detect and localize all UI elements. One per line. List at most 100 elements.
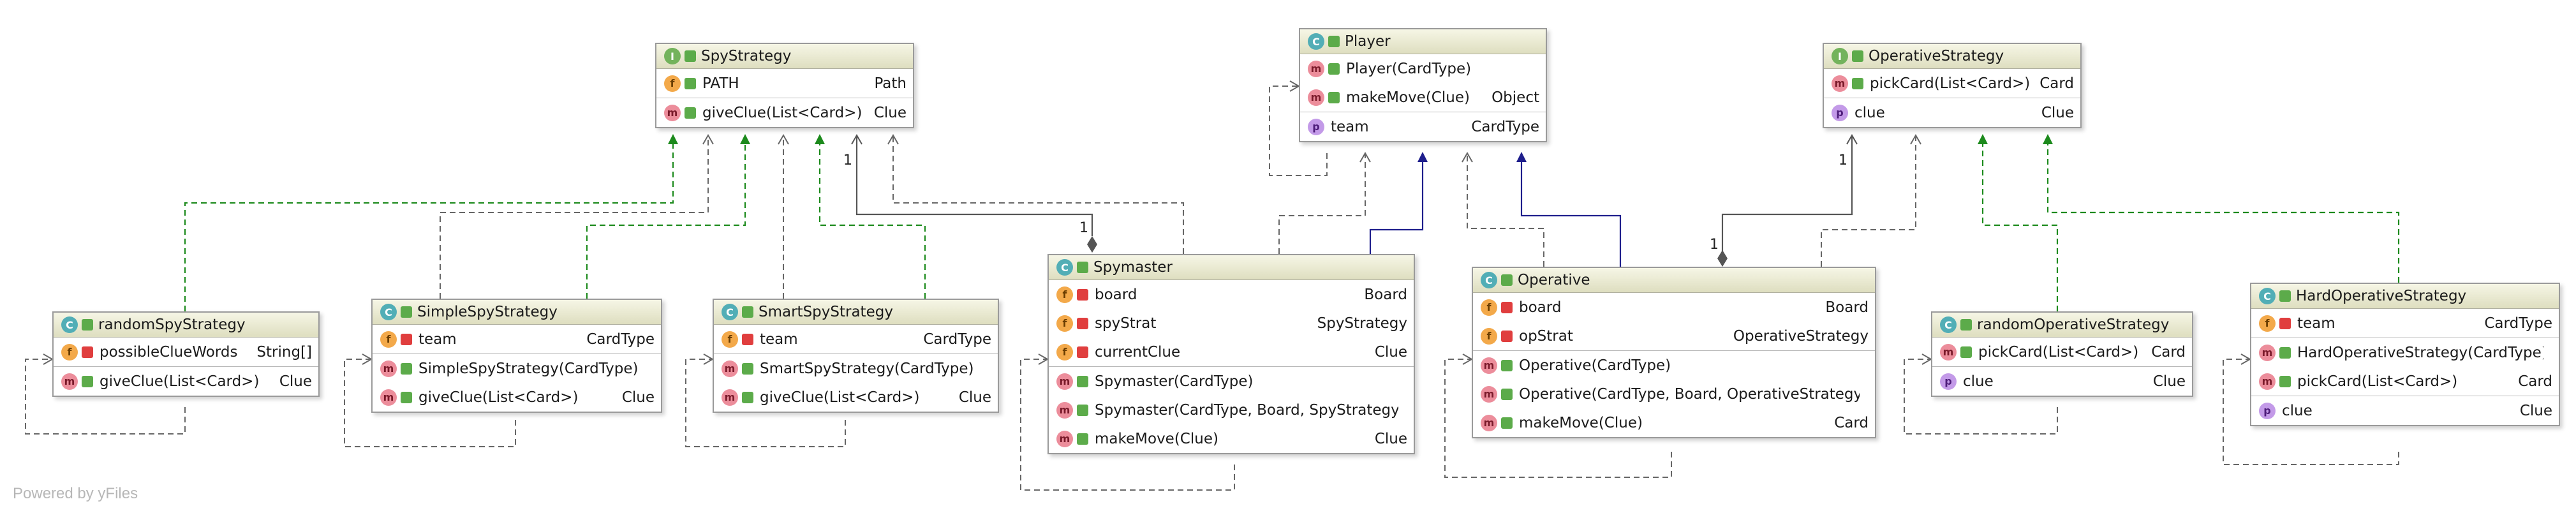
class-simple-spy-strategy[interactable]: C SimpleSpyStrategy f team CardType m Si… [371,299,662,413]
method-icon: m [61,373,78,390]
properties-section: p clue Clue [1824,98,2080,127]
method-row[interactable]: m Operative(CardType) [1473,351,1875,380]
multiplicity-opstrategy-end: 1 [1839,152,1847,168]
method-row[interactable]: m giveClue(List<Card>) Clue [373,383,661,412]
method-icon: m [1308,89,1324,106]
class-operative[interactable]: C Operative f board Board f opStrat Oper… [1472,267,1876,438]
dep-arrowhead-3 [887,133,899,145]
member-name: team [1331,118,1369,135]
class-header: C randomSpyStrategy [54,313,318,338]
member-type: Clue [2041,104,2074,121]
public-visibility-icon [401,391,412,403]
method-row[interactable]: m makeMove(Clue) Clue [1049,424,1414,453]
method-row[interactable]: m SmartSpyStrategy(CardType) [714,354,998,383]
public-visibility-icon [1077,375,1088,387]
class-random-operative-strategy[interactable]: C randomOperativeStrategy m pickCard(Lis… [1931,311,2193,397]
class-name: Player [1345,33,1391,50]
class-header: C SimpleSpyStrategy [373,300,661,325]
properties-section: p clue Clue [2251,396,2559,425]
member-name: pickCard(List<Card>) [1870,75,2031,92]
method-icon: m [380,360,397,377]
class-random-spy-strategy[interactable]: C randomSpyStrategy f possibleClueWords … [52,311,320,397]
member-type: Card [2039,75,2074,92]
public-visibility-icon [2279,375,2291,387]
method-row[interactable]: m pickCard(List<Card>) Card [1824,69,2080,98]
fields-section: f team CardType [714,325,998,354]
method-icon: m [1940,343,1957,361]
method-row[interactable]: m giveClue(List<Card>) Clue [656,98,913,127]
class-hard-operative-strategy[interactable]: C HardOperativeStrategy f team CardType … [2250,283,2560,426]
field-row[interactable]: f team CardType [373,325,661,353]
method-row[interactable]: m Spymaster(CardType, Board, SpyStrategy… [1049,396,1414,424]
class-smart-spy-strategy[interactable]: C SmartSpyStrategy f team CardType m Sma… [713,299,999,413]
class-header: C HardOperativeStrategy [2251,284,2559,309]
class-name: HardOperativeStrategy [2296,288,2467,304]
method-row[interactable]: m Player(CardType) [1300,54,1546,83]
field-row[interactable]: f board Board [1049,280,1414,309]
method-row[interactable]: m Operative(CardType, Board, OperativeSt… [1473,380,1875,408]
member-type: CardType [586,331,655,348]
member-name: makeMove(Clue) [1095,430,1218,447]
member-name: team [2297,315,2335,332]
public-visibility-icon [1328,91,1340,103]
class-spymaster[interactable]: C Spymaster f board Board f spyStrat Spy… [1047,254,1415,454]
multiplicity-spymaster-end: 1 [1079,220,1088,236]
field-icon: f [61,343,78,361]
dep-arrowhead-1 [702,133,714,145]
property-row[interactable]: p team CardType [1300,112,1546,141]
property-row[interactable]: p clue Clue [1932,367,2192,396]
field-row[interactable]: f possibleClueWords String[] [54,338,318,366]
method-row[interactable]: m SimpleSpyStrategy(CardType) [373,354,661,383]
method-row[interactable]: m pickCard(List<Card>) Card [1932,338,2192,366]
member-name: pickCard(List<Card>) [2297,373,2458,390]
field-row[interactable]: f board Board [1473,293,1875,322]
field-icon: f [1056,286,1073,303]
class-icon: C [61,316,78,333]
spymaster-extends-player-edge [1369,161,1424,254]
member-type: Card [2518,373,2552,390]
class-operative-strategy[interactable]: I OperativeStrategy m pickCard(List<Card… [1823,43,2082,128]
method-row[interactable]: m giveClue(List<Card>) Clue [54,367,318,396]
methods-section: m Spymaster(CardType) m Spymaster(CardTy… [1049,367,1414,453]
class-icon: C [1308,33,1324,50]
public-visibility-icon [1852,50,1863,62]
method-row[interactable]: m pickCard(List<Card>) Card [2251,367,2559,396]
operative-opstrategy-association [1721,135,1853,254]
member-name: possibleClueWords [100,343,238,361]
class-icon: C [1940,316,1957,333]
operative-self-loop [1444,359,1672,478]
class-spy-strategy[interactable]: I SpyStrategy f PATH Path m giveClue(Lis… [655,43,914,128]
class-player[interactable]: C Player m Player(CardType) m makeMove(C… [1299,28,1547,142]
field-row[interactable]: f PATH Path [656,69,913,98]
method-row[interactable]: m Spymaster(CardType) [1049,367,1414,396]
member-name: Player(CardType) [1346,60,1472,77]
method-row[interactable]: m makeMove(Clue) Card [1473,408,1875,437]
method-icon: m [1481,385,1497,403]
field-row[interactable]: f team CardType [2251,309,2559,338]
hard-operative-implements-edge [2047,143,2400,283]
field-row[interactable]: f opStrat OperativeStrategy [1473,322,1875,350]
class-header: C randomOperativeStrategy [1932,313,2192,338]
field-row[interactable]: f spyStrat SpyStrategy [1049,309,1414,338]
property-row[interactable]: p clue Clue [1824,98,2080,127]
assoc-arrowhead-2 [1846,133,1858,145]
class-icon: C [722,304,738,320]
method-row[interactable]: m HardOperativeStrategy(CardType) [2251,338,2559,367]
field-row[interactable]: f team CardType [714,325,998,353]
class-header: C Operative [1473,268,1875,293]
class-icon: C [380,304,397,320]
lock-icon [82,346,93,358]
member-type: CardType [1471,118,1539,135]
field-row[interactable]: f currentClue Clue [1049,338,1414,366]
fields-section: f team CardType [373,325,661,354]
property-row[interactable]: p clue Clue [2251,396,2559,425]
method-icon: m [664,104,681,121]
method-row[interactable]: m makeMove(Clue) Object [1300,83,1546,112]
method-row[interactable]: m giveClue(List<Card>) Clue [714,383,998,412]
public-visibility-icon [685,50,696,62]
member-type: Board [1825,299,1869,316]
member-type: String[] [256,343,312,361]
member-type: CardType [923,331,991,348]
method-icon: m [722,360,738,377]
